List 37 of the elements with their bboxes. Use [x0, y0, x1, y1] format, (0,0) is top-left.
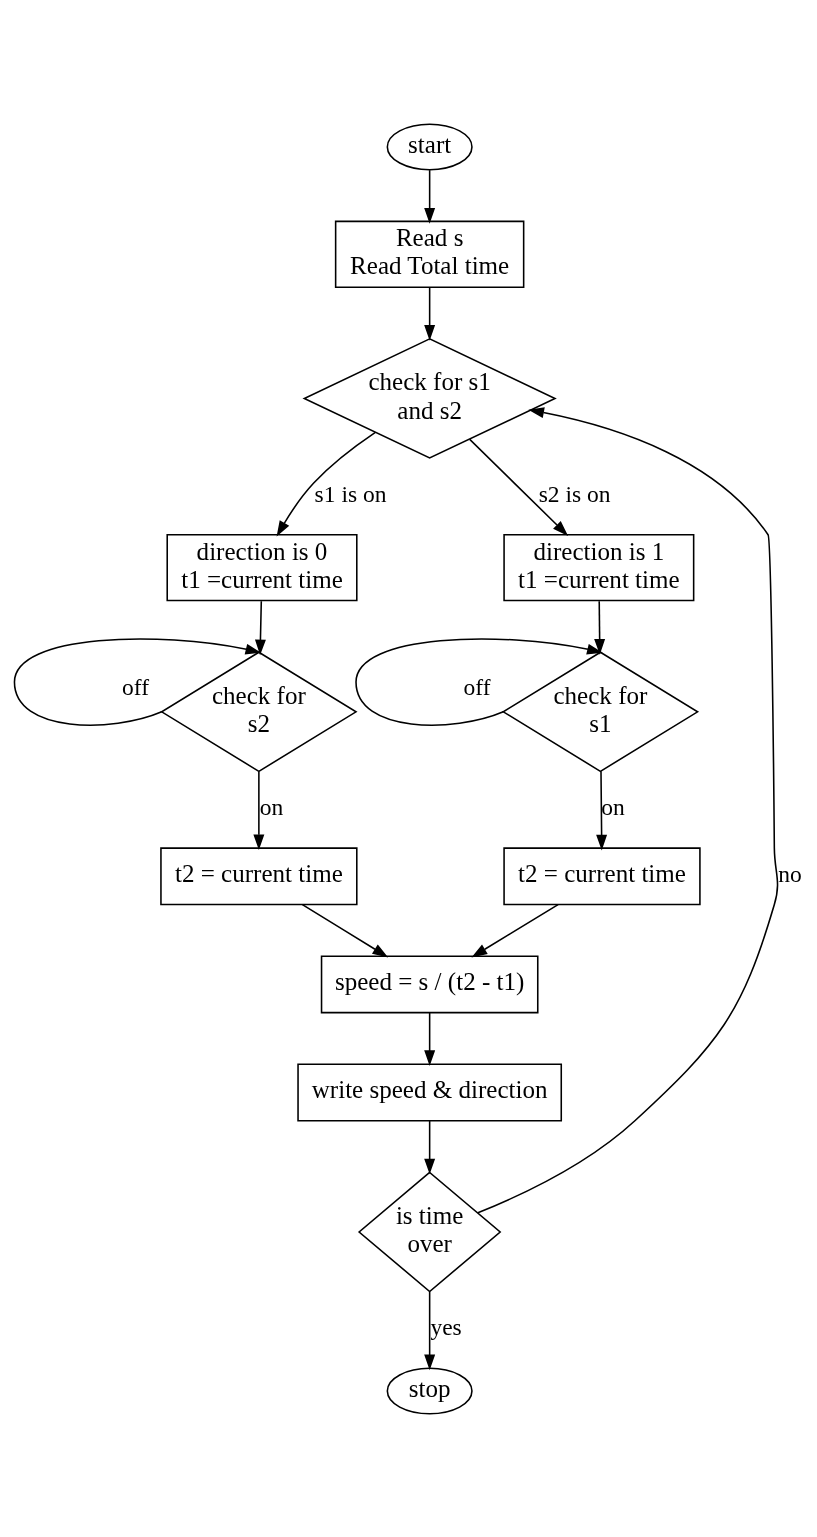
arrow — [471, 903, 559, 957]
arrow — [424, 1119, 436, 1174]
edge-label: no — [778, 860, 802, 887]
edge-label: s1 is on — [314, 480, 387, 507]
arrow — [13, 637, 262, 726]
edge-label: yes — [430, 1313, 462, 1340]
edge-label: off — [122, 673, 150, 700]
node-box: speed = s / (t2 - t1) — [320, 954, 539, 1013]
node-box: t2 = current time — [160, 846, 358, 905]
arrow — [301, 903, 389, 957]
node-box: Read s Read Total time — [334, 220, 525, 288]
arrow — [424, 286, 436, 341]
arrow — [424, 1011, 436, 1066]
arrow — [468, 438, 569, 536]
edge-label: on — [259, 793, 284, 820]
arrow — [424, 1290, 436, 1370]
node-diamond: is time over — [357, 1170, 502, 1293]
edge-label: on — [601, 793, 625, 820]
arrow — [253, 770, 265, 850]
arrow — [594, 599, 606, 655]
arrow — [276, 431, 377, 537]
arrow — [254, 599, 266, 655]
node-box: t2 = current time — [503, 846, 701, 905]
node-diamond: check for s1 and s2 — [302, 337, 557, 459]
node-box: direction is 1 t1 =current time — [503, 533, 695, 601]
node-diamond: check for s1 — [501, 650, 700, 772]
node-ellipse: stop — [386, 1367, 473, 1414]
arrow — [596, 769, 608, 850]
node-diamond: check for s2 — [160, 650, 358, 772]
node-box: direction is 0 t1 =current time — [166, 533, 358, 601]
edge-label: s2 is on — [538, 480, 611, 507]
arrow — [355, 637, 603, 726]
node-ellipse: start — [386, 123, 473, 170]
arrow — [477, 406, 779, 1214]
arrow — [424, 168, 436, 224]
edge-label: off — [463, 673, 491, 700]
node-box: write speed & direction — [297, 1063, 563, 1122]
